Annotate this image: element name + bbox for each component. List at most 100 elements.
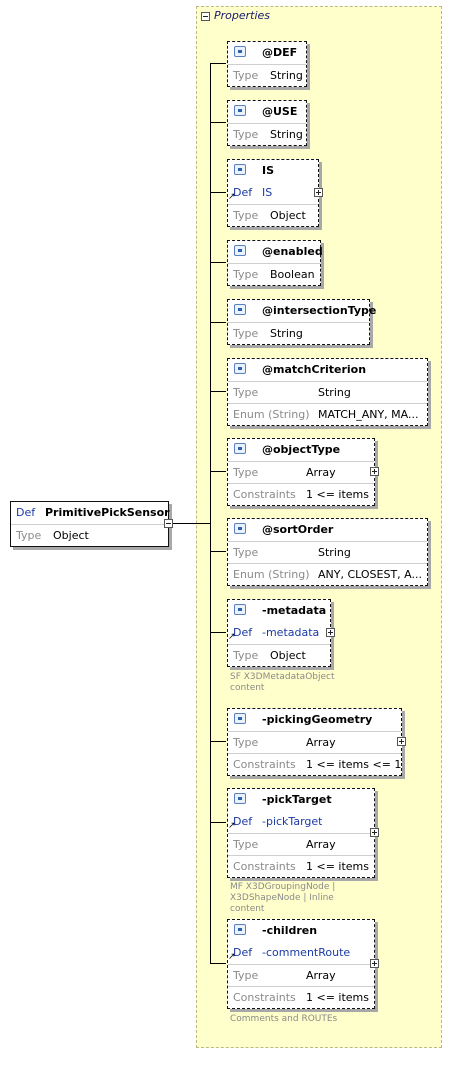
expand-is-icon[interactable] <box>314 188 323 197</box>
row-value: 1 <= items <box>306 488 370 501</box>
metadata-note: SF X3DMetadataObject content <box>230 672 335 693</box>
children-note: Comments and ROUTEs <box>230 1014 338 1024</box>
expand-children-icon[interactable] <box>370 959 379 968</box>
element-icon <box>234 793 246 804</box>
row-label: Type <box>233 466 259 479</box>
branch-objecttype <box>210 471 226 472</box>
row-label: Constraints <box>233 758 296 771</box>
element-icon <box>234 924 246 935</box>
row-value: 1 <= items <box>306 991 370 1004</box>
row-label: Enum (String) <box>233 408 310 421</box>
attribute-icon <box>234 523 246 534</box>
row-value: String <box>270 128 303 141</box>
row-value: String <box>270 69 303 82</box>
reference-arrow-icon: ↗ <box>228 632 236 642</box>
root-name: PrimitivePickSensor <box>45 506 170 519</box>
properties-title: Properties <box>214 9 271 22</box>
row-value: Array <box>306 736 336 749</box>
row-value: -pickTarget <box>262 815 323 828</box>
pick-target-note: MF X3DGroupingNode | X3DShapeNode | Inli… <box>230 882 336 914</box>
node-name: -children <box>262 924 318 937</box>
collapse-root-icon[interactable] <box>164 519 173 528</box>
node-name: @DEF <box>262 46 298 59</box>
row-value: String <box>270 327 303 340</box>
row-label: Type <box>233 736 259 749</box>
row-value: String <box>318 546 351 559</box>
node-picking-geometry[interactable]: -pickingGeometry Type Array Constraints 1 … <box>227 708 402 776</box>
node-name: @enabled <box>262 245 323 258</box>
row-label: Type <box>233 838 259 851</box>
branch-sortorder <box>210 551 226 552</box>
row-value: MATCH_ANY, MA... <box>318 408 419 421</box>
branch-picktarget <box>210 822 226 823</box>
expand-metadata-icon[interactable] <box>326 628 335 637</box>
row-value: IS <box>262 186 273 199</box>
row-label: Type <box>233 969 259 982</box>
root-type-value: Object <box>53 529 89 542</box>
row-label: Def <box>233 946 253 959</box>
node-metadata[interactable]: -metadata ↗Def -metadata Type Object <box>227 599 331 667</box>
node-name: @objectType <box>262 443 341 456</box>
row-label: Def <box>233 815 253 828</box>
node-intersection-type[interactable]: @intersectionType Type String <box>227 299 376 345</box>
reference-arrow-icon: ↗ <box>228 952 236 962</box>
expand-object-type-icon[interactable] <box>370 467 379 476</box>
row-value: Array <box>306 838 336 851</box>
node-children[interactable]: -children ↗Def -commentRoute Type Array Co… <box>227 919 375 1009</box>
element-icon <box>234 713 246 724</box>
attribute-icon <box>234 245 246 256</box>
row-label: Type <box>233 69 259 82</box>
row-value: -metadata <box>262 626 320 639</box>
collapse-properties-icon[interactable] <box>201 12 210 21</box>
branch-intersection <box>210 322 226 323</box>
node-def[interactable]: @DEF Type String <box>227 41 307 87</box>
row-label: Constraints <box>233 488 296 501</box>
row-value: String <box>318 386 351 399</box>
node-name: -pickingGeometry <box>262 713 373 726</box>
root-node[interactable]: Def PrimitivePickSensor Type Object <box>10 501 170 547</box>
row-value: Array <box>306 466 336 479</box>
root-def-label: Def <box>16 506 36 519</box>
reference-arrow-icon: ↗ <box>228 192 236 202</box>
row-label: Type <box>233 386 259 399</box>
reference-arrow-icon: ↗ <box>228 821 236 831</box>
row-label: Type <box>233 327 259 340</box>
row-label: Def <box>233 186 253 199</box>
row-value: 1 <= items <= 1 <box>306 758 402 771</box>
attribute-icon <box>234 363 246 374</box>
root-connector <box>168 523 210 524</box>
attribute-icon <box>234 443 246 454</box>
node-name: @USE <box>262 105 298 118</box>
row-label: Def <box>233 626 253 639</box>
expand-picking-geometry-icon[interactable] <box>397 737 406 746</box>
attribute-icon <box>234 105 246 116</box>
row-value: ANY, CLOSEST, A... <box>318 568 422 581</box>
row-label: Constraints <box>233 991 296 1004</box>
trunk-line <box>210 63 211 963</box>
branch-is <box>210 192 226 193</box>
row-value: Object <box>270 649 306 662</box>
node-name: @intersectionType <box>262 304 377 317</box>
row-label: Type <box>233 268 259 281</box>
row-label: Type <box>233 209 259 222</box>
node-object-type[interactable]: @objectType Type Array Constraints 1 <= it… <box>227 438 375 506</box>
node-name: -metadata <box>262 604 327 617</box>
attribute-icon <box>234 164 246 175</box>
expand-pick-target-icon[interactable] <box>370 828 379 837</box>
node-name: -pickTarget <box>262 793 332 806</box>
row-label: Enum (String) <box>233 568 310 581</box>
node-pick-target[interactable]: -pickTarget ↗Def -pickTarget Type Array Co… <box>227 788 375 878</box>
row-label: Type <box>233 649 259 662</box>
row-value: -commentRoute <box>262 946 351 959</box>
node-name: @sortOrder <box>262 523 334 536</box>
root-type-label: Type <box>16 529 42 542</box>
branch-metadata <box>210 632 226 633</box>
row-value: Array <box>306 969 336 982</box>
node-name: IS <box>262 164 275 177</box>
row-label: Constraints <box>233 860 296 873</box>
